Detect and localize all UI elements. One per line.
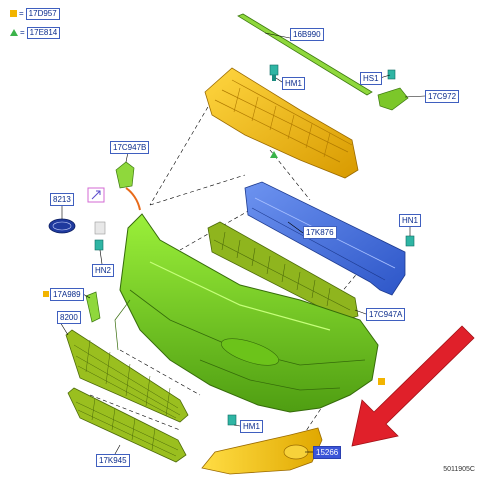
callout-17c972: 17C972 bbox=[425, 90, 460, 103]
upper-grille bbox=[65, 329, 189, 423]
bracket-17c972 bbox=[377, 87, 409, 111]
bracket-17a989 bbox=[85, 291, 101, 323]
bumper-cover bbox=[114, 213, 379, 413]
callout-8213: 8213 bbox=[50, 193, 74, 206]
callout-hs1: HS1 bbox=[360, 72, 382, 85]
square-icon bbox=[10, 10, 17, 18]
callout-17k876: 17K876 bbox=[303, 226, 337, 239]
emblem-bracket bbox=[94, 221, 106, 235]
square-marker-icon bbox=[43, 291, 49, 297]
fog-lamp-bezel bbox=[201, 427, 323, 475]
callout-17c947a: 17C947A bbox=[366, 308, 406, 321]
square-marker-icon bbox=[378, 378, 385, 385]
diagram-reference-code: 5011905C bbox=[443, 466, 475, 473]
legend-code: 17E814 bbox=[26, 27, 61, 39]
callout-8200: 8200 bbox=[57, 311, 81, 324]
legend-row-square: =17D957 bbox=[10, 8, 60, 20]
callout-hn1: HN1 bbox=[399, 214, 422, 227]
red-pointer-arrow-icon bbox=[351, 325, 475, 447]
callout-16b990: 16B990 bbox=[290, 28, 324, 41]
legend-row-triangle: =17E814 bbox=[10, 27, 61, 39]
callout-17c947b: 17C947B bbox=[110, 141, 150, 154]
clip-hn1 bbox=[405, 235, 415, 247]
callout-17a989: 17A989 bbox=[50, 288, 84, 301]
lower-grille bbox=[67, 387, 187, 463]
upper-trim-strip bbox=[237, 13, 373, 96]
callout-hn2: HN2 bbox=[92, 264, 115, 277]
legend-code: 17D957 bbox=[25, 8, 60, 20]
triangle-marker-icon bbox=[270, 151, 278, 158]
clip-hn2 bbox=[94, 239, 104, 251]
callout-17k945: 17K945 bbox=[96, 454, 130, 467]
ford-emblem-ring bbox=[52, 221, 72, 231]
triangle-icon bbox=[10, 29, 18, 37]
bracket-17c947b bbox=[115, 161, 135, 189]
arrow-box-icon bbox=[87, 187, 105, 203]
upper-reinforcement bbox=[204, 67, 359, 179]
clip-hs1 bbox=[387, 69, 396, 80]
callout-hm1-bottom: HM1 bbox=[240, 420, 263, 433]
clip-hm1-bottom bbox=[227, 414, 237, 426]
energy-absorber bbox=[207, 221, 359, 321]
callout-hm1-top: HM1 bbox=[282, 77, 305, 90]
curved-orange-arrow-icon bbox=[125, 187, 141, 211]
clip-hm1-top bbox=[269, 64, 279, 81]
callout-15266: 15266 bbox=[313, 446, 342, 459]
